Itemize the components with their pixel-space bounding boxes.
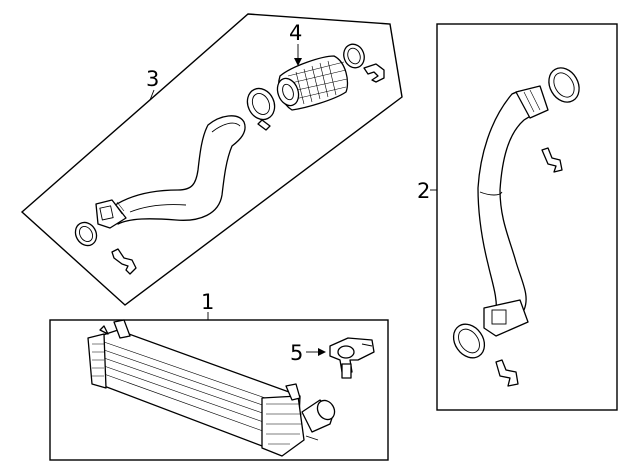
callout-4: 4 bbox=[289, 21, 302, 66]
group-2-outline bbox=[436, 23, 618, 411]
group-1-assembly bbox=[49, 319, 389, 461]
pressure-sensor bbox=[329, 337, 375, 379]
hose-clamp bbox=[246, 87, 276, 121]
group-1-outline bbox=[49, 319, 389, 461]
o-ring-top bbox=[548, 67, 580, 103]
callout-5: 5 bbox=[290, 341, 326, 365]
callout-label-2: 2 bbox=[417, 179, 430, 203]
retaining-clip-bottom bbox=[495, 359, 519, 387]
callout-1: 1 bbox=[201, 290, 214, 320]
callout-2: 2 bbox=[417, 179, 437, 203]
callout-3: 3 bbox=[146, 67, 159, 101]
group-3-outline bbox=[20, 13, 403, 306]
retaining-clip-mid bbox=[541, 147, 563, 173]
o-ring bbox=[74, 221, 98, 247]
retaining-clip bbox=[111, 248, 137, 275]
retaining-clip-upper bbox=[363, 63, 385, 83]
callout-label-4: 4 bbox=[289, 21, 302, 45]
o-ring-bottom bbox=[452, 323, 486, 359]
charge-air-hose bbox=[477, 90, 543, 315]
group-3-assembly bbox=[20, 13, 403, 306]
group-2-assembly bbox=[436, 23, 618, 411]
callout-label-3: 3 bbox=[146, 67, 159, 91]
callout-label-1: 1 bbox=[201, 290, 214, 314]
callout-label-5: 5 bbox=[290, 341, 303, 365]
intake-hose bbox=[107, 115, 246, 225]
o-ring-upper bbox=[343, 43, 365, 69]
